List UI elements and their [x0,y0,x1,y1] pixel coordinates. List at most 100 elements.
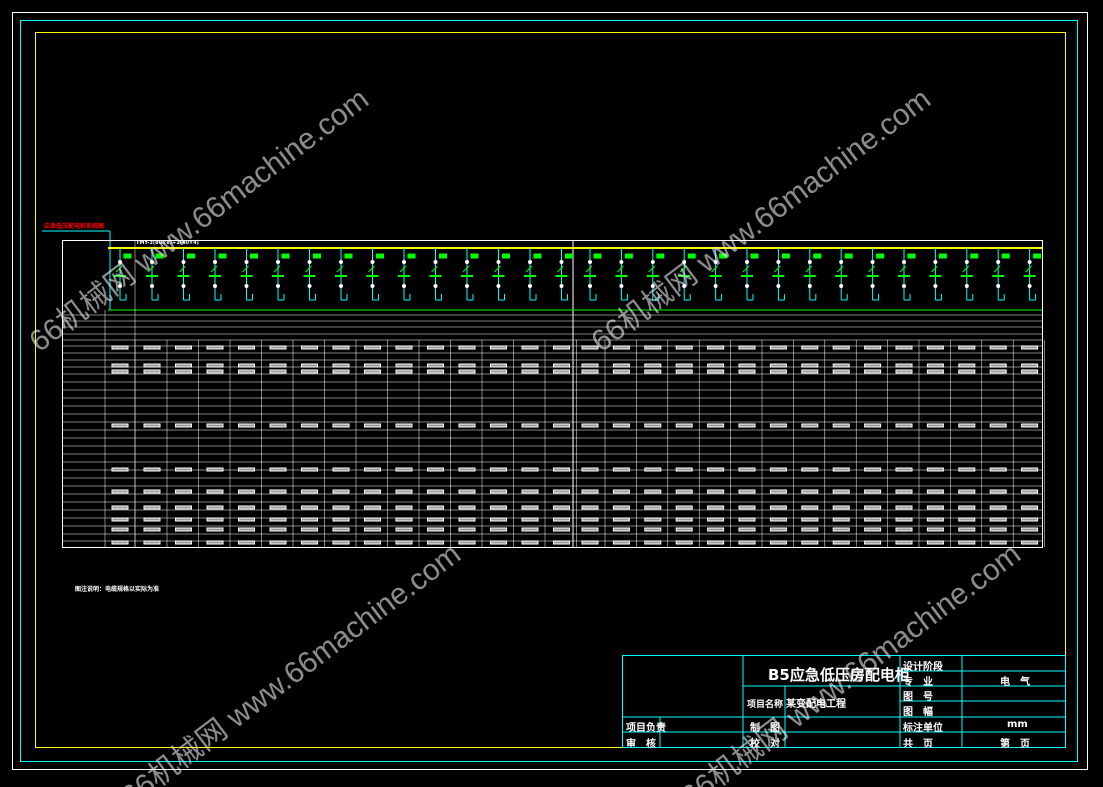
cell-text-block [521,540,539,545]
cell-text-block [206,517,224,522]
cell-text-block [553,345,570,350]
cell-text-block [269,517,287,522]
cell-text-block [675,489,693,494]
cell-text-block [175,540,192,545]
cell-text-block [143,540,161,545]
cell-text-block [675,345,693,350]
cell-text-block [553,369,570,374]
meter-box [687,253,696,259]
cell-text-block [206,527,224,532]
cell-text-block [926,505,944,510]
drafter-label: 制 图 [750,723,780,734]
cell-text-block [364,345,381,350]
page-label: 第 页 [1000,739,1030,750]
meter-box [123,253,132,259]
meter-box [250,253,258,259]
cell-text-block [958,345,976,350]
meter-box [407,253,416,259]
switch-contact-icon [273,265,281,273]
cell-text-block [989,517,1007,522]
cell-text-block [238,363,255,368]
cell-text-block [269,345,287,350]
cell-text-block [675,517,693,522]
cell-text-block [926,467,944,472]
cell-text-block [769,505,787,510]
cell-text-block [111,363,129,368]
fuse-icon [807,284,812,288]
cell-text-block [490,527,507,532]
cell-text-block [458,369,476,374]
cell-text-block [521,345,539,350]
meter-box [187,253,195,259]
switch-contact-icon [774,265,781,273]
cell-text-block [769,540,787,545]
breaker-icon [776,260,781,264]
cell-text-block [553,489,570,494]
cell-text-block [332,540,350,545]
cell-text-block [707,489,725,494]
switch-contact-icon [962,265,970,273]
cell-text-block [738,369,756,374]
cell-text-block [206,489,224,494]
cell-text-block [364,527,381,532]
cell-text-block [1021,345,1039,350]
breaker-icon [619,260,624,264]
cell-text-block [895,369,913,374]
switch-contact-icon [242,265,249,273]
cell-text-block [612,345,630,350]
breaker-icon [402,260,406,264]
switch-contact-icon [931,265,938,273]
meter-box [565,253,573,259]
meter-box [593,253,602,259]
design-stage-label: 设计阶段 [903,662,943,673]
cell-text-block [989,540,1007,545]
cell-text-block [364,467,381,472]
cell-text-block [458,363,476,368]
breaker-icon [996,260,1001,264]
cell-text-block [989,363,1007,368]
cell-text-block [707,363,725,368]
fuse-icon [496,284,501,288]
cell-text-block [301,527,318,532]
cell-text-block [143,505,161,510]
cell-text-block [521,369,539,374]
cell-text-block [206,369,224,374]
breaker-icon [1027,260,1032,264]
cell-text-block [111,345,129,350]
cell-text-block [864,540,882,545]
cell-text-block [769,363,787,368]
cell-text-block [926,517,944,522]
cell-text-block [364,517,381,522]
cell-text-block [895,423,913,428]
total-pages-label: 共 页 [903,739,933,750]
breaker-icon [933,260,938,264]
cell-text-block [521,489,539,494]
breaker-icon [496,260,501,264]
cell-text-block [111,505,129,510]
cell-text-block [458,517,476,522]
inner-border [35,32,1066,748]
switch-contact-icon [711,265,718,273]
cell-text-block [801,363,819,368]
cell-text-block [395,369,413,374]
cell-text-block [427,505,444,510]
cell-text-block [395,423,413,428]
cell-text-block [427,540,444,545]
breaker-icon [559,260,564,264]
cell-text-block [521,517,539,522]
cell-text-block [206,505,224,510]
cell-text-block [864,527,882,532]
switch-contact-icon [305,265,312,273]
cell-text-block [958,363,976,368]
cell-text-block [521,363,539,368]
cell-text-block [301,467,318,472]
cell-text-block [458,505,476,510]
cell-text-block [427,467,444,472]
cell-text-block [738,517,756,522]
cell-text-block [427,363,444,368]
cell-text-block [581,489,599,494]
switch-contact-icon [336,265,344,273]
cell-text-block [612,527,630,532]
breaker-icon [370,260,375,264]
cell-text-block [238,369,255,374]
